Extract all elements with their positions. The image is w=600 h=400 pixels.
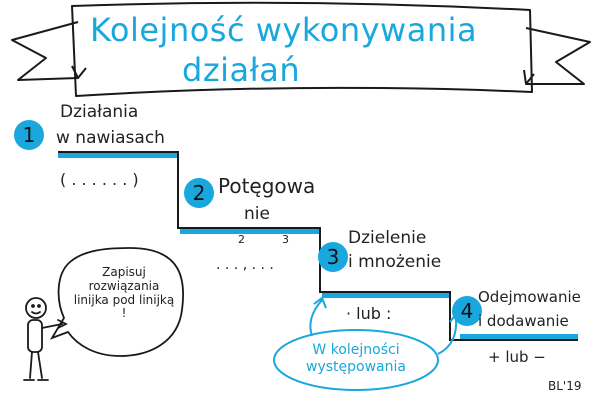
step-1-label-line-2: w nawiasach	[56, 128, 165, 148]
figure-head	[25, 297, 47, 319]
page-title-line-1: Kolejność wykonywania	[90, 11, 478, 49]
step-3-example: · lub :	[346, 304, 392, 323]
figure-body	[27, 319, 43, 353]
step-1-badge: 1	[14, 120, 44, 150]
title-ribbon	[11, 1, 591, 97]
step-2-badge: 2	[184, 178, 214, 208]
stair-3-highlight	[322, 292, 450, 298]
figure-arm	[41, 319, 69, 329]
step-3-label-line-1: Dzielenie	[348, 228, 427, 248]
speech-bubble-outline	[49, 247, 185, 357]
step-4-example: + lub −	[488, 348, 546, 366]
step-2-example: . . . , . . .	[216, 257, 274, 273]
step-2-label-line-2: nie	[244, 204, 270, 224]
stair-1-highlight	[58, 152, 178, 158]
staircase-fills	[58, 152, 578, 340]
step-2-superscript-1: 2	[238, 233, 245, 246]
ribbon-right-tail	[525, 27, 591, 85]
step-3-label-line-2: i mnożenie	[348, 252, 442, 272]
step-3-badge: 3	[318, 242, 348, 272]
step-2-superscript-2: 3	[282, 233, 289, 246]
step-2-label-line-1: Potęgowa	[218, 174, 316, 198]
step-4-label-line-2: i dodawanie	[478, 312, 569, 330]
ribbon-left-tail	[11, 21, 79, 81]
step-1-label-line-1: Działania	[60, 102, 139, 122]
page-title-line-2: działań	[182, 51, 301, 89]
figure-legs	[29, 351, 43, 379]
stair-4-highlight	[460, 334, 578, 340]
arrow-to-step-3	[309, 296, 327, 337]
stair-2-highlight	[180, 228, 320, 234]
stick-figure	[23, 297, 69, 381]
step-4-label-line-1: Odejmowanie	[478, 288, 581, 306]
signature: BL'19	[548, 379, 582, 393]
order-note-text: W kolejności występowania	[306, 342, 406, 375]
step-1-example: ( . . . . . . )	[60, 170, 139, 189]
speech-bubble-text: Zapisuj rozwiązania linijka pod linijką …	[73, 265, 175, 321]
step-4-badge: 4	[452, 296, 482, 326]
ribbon-fold-left	[71, 65, 87, 79]
ribbon-fold-right	[523, 69, 535, 85]
ribbon-body	[71, 1, 533, 97]
